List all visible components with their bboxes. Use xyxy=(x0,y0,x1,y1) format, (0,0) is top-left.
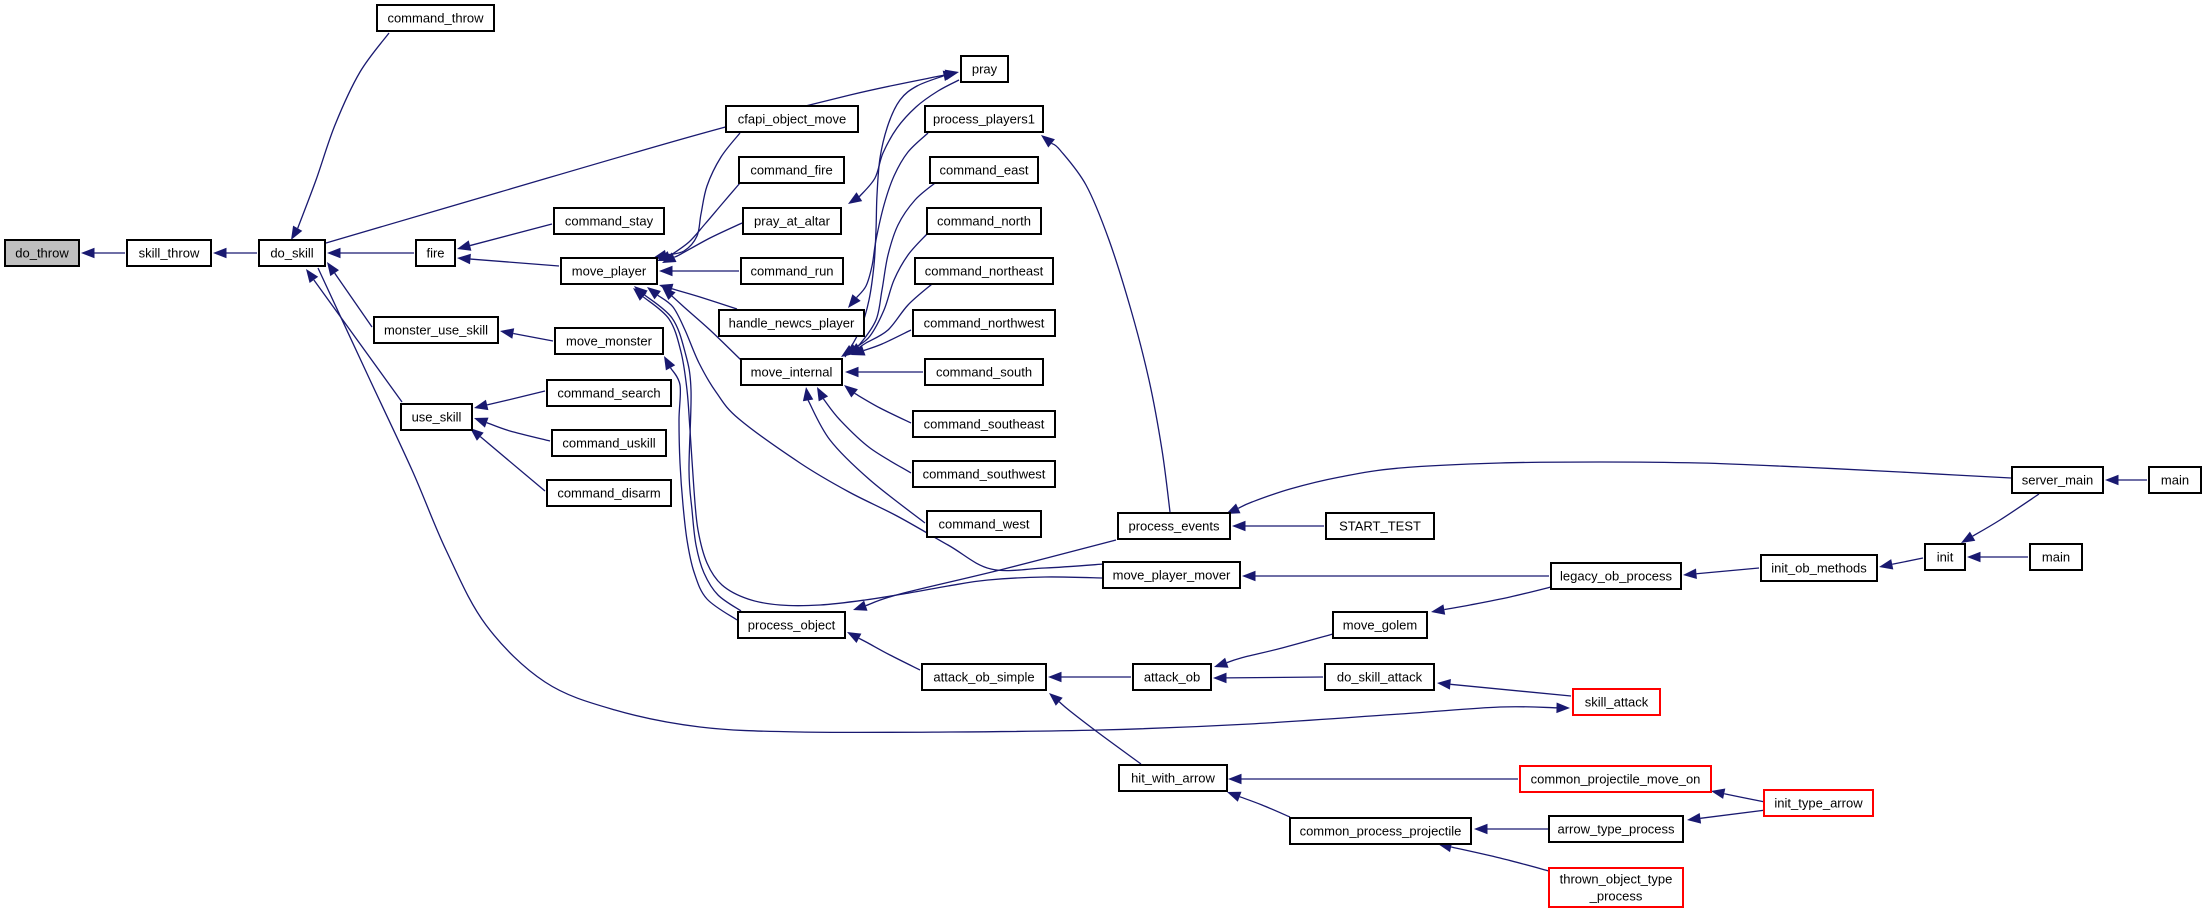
svg-text:cfapi_object_move: cfapi_object_move xyxy=(738,112,846,127)
svg-text:do_skill: do_skill xyxy=(270,246,313,261)
svg-text:arrow_type_process: arrow_type_process xyxy=(1557,822,1675,837)
svg-text:command_west: command_west xyxy=(938,517,1029,532)
svg-text:move_player_mover: move_player_mover xyxy=(1113,568,1231,583)
svg-text:fire: fire xyxy=(426,246,444,261)
svg-text:monster_use_skill: monster_use_skill xyxy=(384,323,488,338)
svg-text:command_uskill: command_uskill xyxy=(562,436,655,451)
svg-text:process_object: process_object xyxy=(748,618,836,633)
svg-text:use_skill: use_skill xyxy=(412,410,462,425)
svg-text:init_type_arrow: init_type_arrow xyxy=(1774,796,1863,811)
svg-text:move_monster: move_monster xyxy=(566,334,653,349)
svg-text:thrown_object_type: thrown_object_type xyxy=(1560,872,1673,887)
svg-text:_process: _process xyxy=(1589,889,1643,904)
svg-text:do_skill_attack: do_skill_attack xyxy=(1337,670,1423,685)
svg-text:START_TEST: START_TEST xyxy=(1339,519,1421,534)
svg-text:command_southwest: command_southwest xyxy=(923,467,1046,482)
svg-text:init_ob_methods: init_ob_methods xyxy=(1771,561,1867,576)
svg-text:main: main xyxy=(2042,550,2070,565)
svg-text:command_north: command_north xyxy=(937,214,1031,229)
svg-text:legacy_ob_process: legacy_ob_process xyxy=(1560,569,1673,584)
svg-text:common_projectile_move_on: common_projectile_move_on xyxy=(1531,772,1701,787)
svg-text:move_player: move_player xyxy=(572,264,647,279)
svg-text:command_fire: command_fire xyxy=(750,163,832,178)
svg-text:hit_with_arrow: hit_with_arrow xyxy=(1131,771,1215,786)
svg-text:attack_ob_simple: attack_ob_simple xyxy=(933,670,1034,685)
svg-text:command_run: command_run xyxy=(750,264,833,279)
svg-text:command_disarm: command_disarm xyxy=(557,486,660,501)
svg-text:skill_attack: skill_attack xyxy=(1585,695,1649,710)
svg-text:command_northwest: command_northwest xyxy=(924,316,1045,331)
svg-text:pray: pray xyxy=(972,62,998,77)
svg-text:main: main xyxy=(2161,473,2189,488)
svg-text:process_players1: process_players1 xyxy=(933,112,1035,127)
svg-text:command_stay: command_stay xyxy=(565,214,654,229)
svg-text:command_southeast: command_southeast xyxy=(924,417,1045,432)
svg-text:command_east: command_east xyxy=(940,163,1029,178)
svg-text:server_main: server_main xyxy=(2022,473,2094,488)
svg-text:do_throw: do_throw xyxy=(15,246,69,261)
svg-text:command_northeast: command_northeast xyxy=(925,264,1044,279)
svg-text:command_south: command_south xyxy=(936,365,1032,380)
svg-text:handle_newcs_player: handle_newcs_player xyxy=(729,316,855,331)
svg-text:process_events: process_events xyxy=(1128,519,1220,534)
svg-text:common_process_projectile: common_process_projectile xyxy=(1300,824,1462,839)
svg-text:command_search: command_search xyxy=(557,386,660,401)
svg-text:move_internal: move_internal xyxy=(751,365,833,380)
svg-text:move_golem: move_golem xyxy=(1343,618,1417,633)
svg-text:pray_at_altar: pray_at_altar xyxy=(754,214,831,229)
svg-text:skill_throw: skill_throw xyxy=(139,246,200,261)
svg-text:command_throw: command_throw xyxy=(387,11,484,26)
svg-text:attack_ob: attack_ob xyxy=(1144,670,1200,685)
svg-text:init: init xyxy=(1937,550,1954,565)
